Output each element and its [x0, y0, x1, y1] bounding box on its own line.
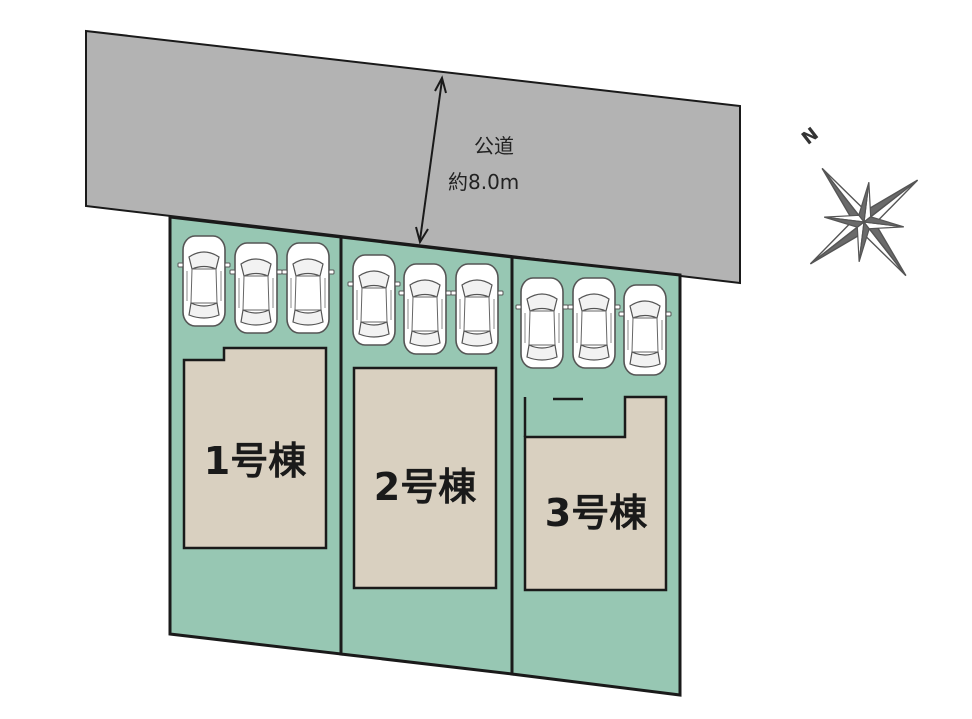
parked-car-icon — [515, 277, 569, 369]
parking-lot-1 — [177, 235, 335, 334]
building-3-porch-outline — [523, 397, 583, 437]
house-label-1: 1号棟 — [204, 439, 307, 483]
road-label-width: 約8.0m — [448, 170, 519, 194]
parked-car-icon — [567, 277, 621, 369]
house-label-3: 3号棟 — [545, 491, 648, 535]
parked-car-icon — [347, 254, 401, 346]
parked-car-icon — [398, 263, 452, 355]
house-label-2: 2号棟 — [374, 465, 477, 509]
parking-lot-2 — [347, 254, 504, 355]
parked-car-icon — [618, 284, 672, 376]
building-2 — [352, 366, 498, 590]
parked-car-icon — [281, 242, 335, 334]
parked-car-icon — [177, 235, 231, 327]
parked-car-icon — [450, 263, 504, 355]
compass-north-label: N — [798, 123, 823, 149]
road-width-arrow — [415, 75, 447, 245]
compass-icon — [809, 167, 919, 277]
building-3 — [523, 395, 668, 592]
building-1 — [182, 346, 328, 550]
public-road — [85, 29, 741, 285]
road-label-name: 公道 — [474, 134, 514, 158]
parking-lot-3 — [515, 277, 672, 376]
parked-car-icon — [229, 242, 283, 334]
